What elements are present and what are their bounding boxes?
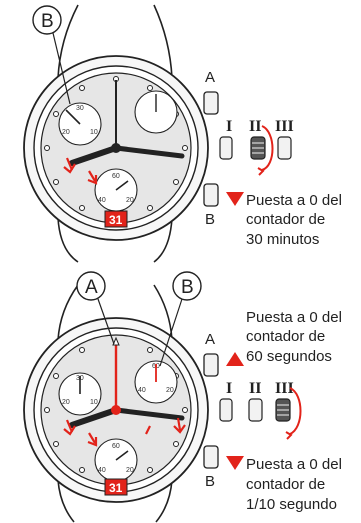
subdial-bottom-20: 20	[126, 467, 134, 474]
callout-a	[76, 271, 106, 301]
subdial-left-20: 20	[62, 399, 70, 406]
reset-arrows	[63, 417, 186, 447]
watch-panel-1: 30 20 10 60 40 20 31 A B	[23, 4, 342, 263]
crown-pos-2: II	[249, 380, 261, 397]
date-value: 31	[109, 481, 123, 495]
callout-a-label: A	[85, 277, 98, 298]
crown-pos-2: II	[249, 118, 261, 135]
note-line-1: Puesta a 0 del	[246, 192, 342, 209]
crown-pos-3: III	[275, 118, 294, 135]
callout-b-label: B	[181, 277, 194, 298]
red-pointer-triangle-down	[226, 456, 244, 470]
pusher-b[interactable]	[203, 183, 219, 207]
red-pointer-triangle-up	[226, 352, 244, 366]
crown-positions[interactable]	[219, 136, 292, 160]
subdial-bottom-40: 40	[98, 467, 106, 474]
date-window	[104, 210, 128, 228]
note-bottom-line-1: Puesta a 0 del	[246, 456, 342, 473]
note-line-2: contador de	[246, 211, 325, 228]
date-window	[104, 478, 128, 496]
watch-panel-2: 30 20 10 60 40 20 60 40 20 31	[23, 271, 342, 523]
crown-positions[interactable]	[219, 398, 291, 422]
note-line-3: 30 minutos	[246, 231, 319, 248]
subdial-bottom-60: 60	[112, 443, 120, 450]
date-value: 31	[109, 213, 123, 227]
pusher-b-label: B	[205, 211, 215, 228]
pusher-b-label: B	[205, 473, 215, 490]
crown-pos-1: I	[226, 118, 232, 135]
note-bottom-line-2: contador de	[246, 476, 325, 493]
note-top-line-2: contador de	[246, 328, 325, 345]
subdial-right-40: 40	[138, 387, 146, 394]
red-pointer-triangle	[226, 192, 244, 206]
callout-b-label: B	[41, 11, 54, 32]
subdial-left-30: 30	[76, 105, 84, 112]
reset-arrows	[63, 157, 98, 185]
subdial-bottom-60: 60	[112, 173, 120, 180]
subdial-left-10: 10	[90, 399, 98, 406]
hour-markers	[44, 76, 188, 220]
note-top-line-3: 60 segundos	[246, 348, 332, 365]
crown-rotate-arrow	[261, 125, 274, 171]
pusher-b[interactable]	[203, 445, 219, 469]
subdial-left-10: 10	[90, 129, 98, 136]
main-hands	[69, 80, 185, 166]
note-top-line-1: Puesta a 0 del	[246, 309, 342, 326]
subdial-bottom-20: 20	[126, 197, 134, 204]
subdial-left-20: 20	[62, 129, 70, 136]
pusher-a-label: A	[205, 331, 215, 348]
pusher-a[interactable]	[203, 353, 219, 377]
crown-pos-3: III	[275, 380, 294, 397]
callout-b	[172, 271, 202, 301]
callout-b	[32, 5, 62, 35]
main-hands	[69, 336, 185, 428]
subdial-right-20: 20	[166, 387, 174, 394]
subdial-bottom-40: 40	[98, 197, 106, 204]
crown-pos-1: I	[226, 380, 232, 397]
note-bottom-line-3: 1/10 segundo	[246, 496, 337, 513]
crown-rotate-arrow	[289, 387, 302, 435]
pusher-a[interactable]	[203, 91, 219, 115]
pusher-a-label: A	[205, 69, 215, 86]
